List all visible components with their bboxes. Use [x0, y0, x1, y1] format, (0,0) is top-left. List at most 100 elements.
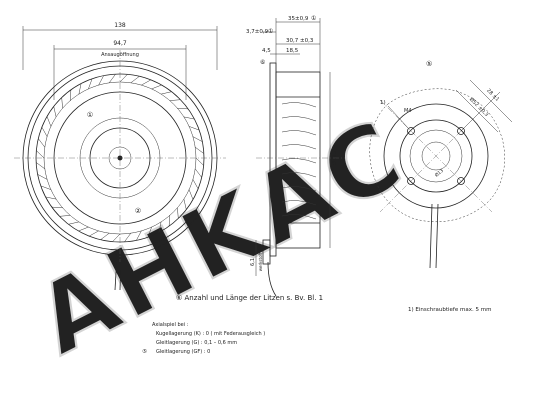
- inlet-opening-label: Ansaugöffnung: [101, 52, 139, 58]
- front-blade: [124, 233, 132, 243]
- note-wires: ⑥ Anzahl und Länge der Litzen s. Bv. Bl.…: [176, 294, 323, 302]
- detail-c-label: Ø13: [433, 167, 445, 178]
- side-blade: [281, 144, 317, 150]
- front-blade: [41, 127, 48, 137]
- front-blade: [188, 189, 194, 200]
- dim-depth-circle: ①: [311, 15, 316, 22]
- front-blade: [53, 106, 57, 117]
- front-blade: [35, 162, 45, 170]
- dim-inlet-label: 94,7: [113, 40, 127, 47]
- dim-top-circle: ①: [268, 28, 273, 35]
- side-blade: [281, 172, 317, 178]
- dim-b-label: Ø52 ±0,3: [468, 96, 490, 118]
- front-blade: [100, 233, 110, 240]
- front-cable-b: [119, 254, 122, 291]
- front-blade: [78, 226, 89, 232]
- detail-center-ring: [421, 141, 451, 171]
- detail-callout-5: ⑤: [426, 60, 432, 68]
- note-line-3: Gleitlagerung (GF) : 0: [156, 349, 210, 355]
- detail-hole-tl: [407, 127, 415, 135]
- dim-a-leader: [460, 91, 501, 132]
- side-blade: [281, 200, 317, 206]
- front-callout-1: ①: [87, 111, 93, 119]
- front-blade: [195, 157, 204, 166]
- front-blade: [40, 185, 51, 190]
- front-blade: [141, 79, 151, 86]
- dim-a-label: 28 ±1: [485, 88, 500, 103]
- front-cable-a: [114, 254, 118, 291]
- note-screw-depth: 1) Einschraubtiefe max. 5 mm: [408, 307, 491, 313]
- front-blade: [98, 75, 104, 86]
- dim-depth-label: 35±0,9: [288, 16, 309, 22]
- front-blade: [169, 99, 181, 101]
- front-blade: [108, 73, 116, 83]
- dim-dia-label: Ø125: [331, 150, 338, 165]
- notes: ⑥ Anzahl und Länge der Litzen s. Bv. Bl.…: [142, 294, 491, 355]
- side-cable: [267, 261, 277, 297]
- front-blade: [161, 91, 172, 95]
- side-blade: [281, 158, 317, 164]
- dim-flange-a-label: 4,5: [262, 48, 271, 54]
- front-blade: [195, 146, 205, 154]
- dim-hub-label: 6,1: [250, 258, 256, 266]
- detail-hole-tr: [457, 127, 465, 135]
- front-blade: [46, 116, 52, 127]
- front-blade: [151, 84, 162, 90]
- front-blade: [69, 89, 72, 101]
- detail-m4-label: M4: [404, 108, 412, 114]
- front-blade: [168, 215, 171, 227]
- front-blade: [61, 97, 63, 109]
- note-example-title: Axialspiel bei :: [152, 322, 189, 328]
- front-blade: [59, 215, 71, 217]
- front-blade: [37, 174, 48, 180]
- dim-body-label: 30,7 ±0,3: [286, 38, 314, 44]
- detail-bolt-circle: [399, 119, 473, 193]
- front-blade: [51, 206, 63, 209]
- front-blade: [192, 136, 203, 142]
- front-blade: [45, 196, 57, 200]
- front-blade: [78, 83, 82, 95]
- front-blade: [192, 179, 199, 189]
- dim-top-label: 3,7±0,9: [246, 29, 269, 35]
- side-callout-6: ⑥: [260, 59, 265, 66]
- front-blade: [177, 207, 179, 219]
- side-blade: [281, 214, 317, 220]
- note-line-2: Gleitlagerung (G) : 0,1 – 0,6 mm: [156, 340, 237, 346]
- detail-hub-ring: [409, 129, 463, 183]
- front-blade: [88, 78, 93, 89]
- dim-a-line: [469, 79, 513, 123]
- front-blade: [189, 126, 200, 131]
- side-hub: [262, 239, 271, 265]
- detail-hole-br: [457, 177, 465, 185]
- detail-callout-note: 1): [380, 100, 386, 106]
- front-blade: [119, 74, 128, 83]
- side-impeller-body: [275, 71, 321, 249]
- side-blade: [281, 116, 317, 122]
- front-blade: [158, 221, 162, 233]
- front-blade: [112, 233, 121, 242]
- dim-b-line: [455, 89, 499, 133]
- front-blade: [68, 221, 79, 225]
- front-blade: [36, 150, 45, 159]
- front-blade: [89, 230, 99, 237]
- side-blade: [281, 130, 317, 136]
- front-callout-2: ②: [135, 207, 141, 215]
- front-blade: [195, 168, 202, 178]
- detail-outer-ring: [383, 103, 489, 209]
- front-blade: [38, 138, 45, 148]
- detail-cable-b: [435, 203, 439, 269]
- side-blade: [281, 186, 317, 192]
- front-blade: [130, 76, 140, 83]
- note-line-3-marker: ⑤: [142, 349, 147, 355]
- front-blades: [35, 73, 205, 243]
- detail-note-leader: [387, 105, 409, 129]
- side-blade: [281, 102, 317, 108]
- front-blade: [177, 107, 189, 110]
- dim-flange-b-label: 18,5: [286, 48, 299, 54]
- note-line-1: Kugellagerung (K) : 0 ( mit Federausglei…: [156, 331, 265, 337]
- detail-cable-a: [429, 203, 433, 269]
- front-blade: [147, 227, 152, 238]
- dim-outer-label: 138: [114, 22, 126, 29]
- dim-hub-note: werkstoff: [258, 252, 263, 271]
